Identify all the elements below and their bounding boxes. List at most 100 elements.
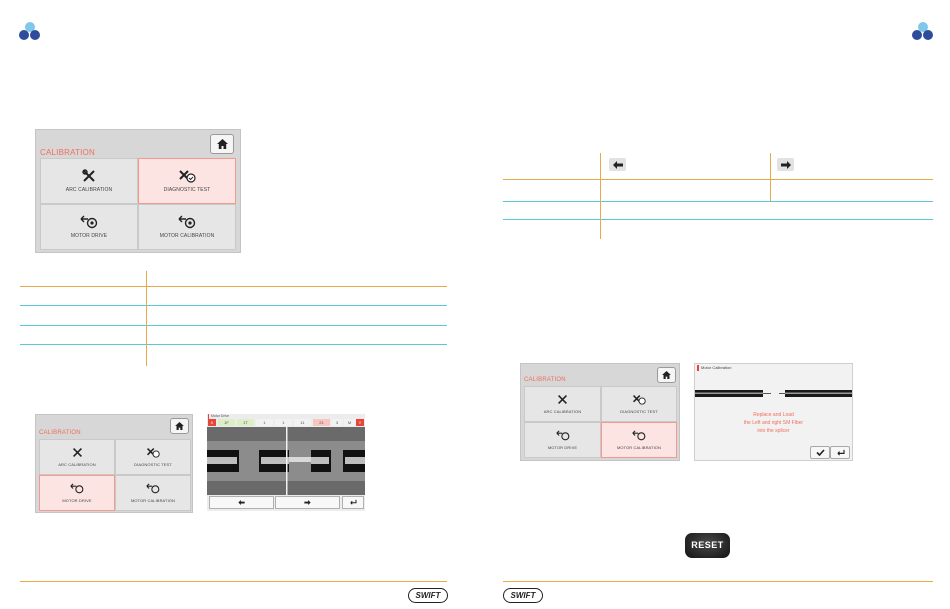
tools-icon [72,448,82,457]
tile-label: ARC CALIBRATION [543,409,582,414]
right-arrow-button [777,158,794,171]
motor-drive-header: Motor Drive X 1F 1T 1 1 11 21 3 M Y [207,414,365,427]
back-button[interactable] [830,446,850,459]
menu-title: CALIBRATION [39,430,81,436]
table-divider [146,271,147,366]
table-rule [503,201,933,202]
table-rule [503,219,933,220]
table-divider [770,153,771,201]
menu-title: CALIBRATION [524,377,566,383]
diagnostic-icon [147,448,160,458]
diagnostic-test-tile[interactable]: DIAGNOSTIC TEST [138,158,236,204]
move-left-button[interactable] [209,496,274,509]
calibration-screen-motor-drive-selected: CALIBRATION ARC CALIBRATION DIAGNOSTIC T… [35,414,193,513]
arrow-left-icon [612,160,623,169]
motor-drive-tile[interactable]: MOTOR DRIVE [524,422,601,458]
brand-logo: SWIFT [503,588,543,603]
arc-calibration-tile[interactable]: ARC CALIBRATION [39,439,115,475]
diagnostic-test-tile[interactable]: DIAGNOSTIC TEST [115,439,191,475]
home-icon [175,422,184,430]
tile-label: MOTOR DRIVE [547,445,578,450]
step-chip[interactable]: 1 [256,419,273,426]
calibration-screen-main: CALIBRATION ARC CALIBRATION DIAGNOSTIC T… [35,129,241,253]
footer-rule [20,581,447,582]
instruction-text: Replace and Load the Left and right SM F… [715,411,832,435]
instruction-line: Replace and Load [753,412,794,418]
tile-label: MOTOR DRIVE [62,498,92,503]
right-motor-chip[interactable]: Y [356,419,364,426]
confirm-button[interactable] [810,446,830,459]
footer-rule [503,581,933,582]
motor-icon [632,430,646,441]
instruction-line: the Left and right SM Fiber [743,420,804,426]
tile-label: MOTOR CALIBRATION [159,233,215,239]
step-chip[interactable]: 1F [218,419,235,426]
motor-calibration-tile[interactable]: MOTOR CALIBRATION [138,204,236,250]
home-icon [662,371,671,379]
table-divider [600,153,601,239]
motor-drive-controls [207,495,365,511]
return-icon [350,499,357,505]
tile-label: DIAGNOSTIC TEST [620,409,658,414]
arc-calibration-tile[interactable]: ARC CALIBRATION [524,386,601,422]
diagnostic-icon [179,170,196,183]
tile-label: ARC CALIBRATION [58,462,96,467]
diagnostic-test-tile[interactable]: DIAGNOSTIC TEST [601,386,677,422]
motor-drive-tile[interactable]: MOTOR DRIVE [40,204,138,250]
motor-icon [146,483,160,494]
tools-icon [558,395,567,404]
return-icon [836,450,845,456]
menu-title: CALIBRATION [40,148,95,157]
tile-label: MOTOR CALIBRATION [130,498,175,503]
title-marker [208,414,209,419]
home-button[interactable] [170,418,189,434]
motor-calibration-screen: Motor Calibration Replace and Load the L… [694,363,853,461]
tile-label: DIAGNOSTIC TEST [163,187,211,193]
tile-label: DIAGNOSTIC TEST [134,462,172,467]
motor-drive-tile[interactable]: MOTOR DRIVE [39,475,115,511]
table-rule [20,325,447,326]
table-rule [20,344,447,345]
step-chip[interactable]: 11 [294,419,311,426]
tile-label: MOTOR CALIBRATION [616,445,661,450]
motor-icon [80,215,98,229]
home-button[interactable] [210,134,234,154]
brand-dots-icon [912,22,934,44]
table-rule [20,305,447,306]
move-right-button[interactable] [275,496,340,509]
diagnostic-icon [633,395,646,405]
tile-label: MOTOR DRIVE [70,233,108,239]
home-button[interactable] [657,367,676,383]
screen-title: Motor Drive [211,414,230,418]
motor-icon [555,430,569,441]
check-icon [815,449,825,457]
step-chip[interactable]: 21 [313,419,330,426]
tools-icon [82,169,95,182]
table-rule [20,286,447,287]
title-marker [697,365,699,371]
brand-logo: SWIFT [408,588,448,603]
back-button[interactable] [342,496,364,509]
arc-calibration-tile[interactable]: ARC CALIBRATION [40,158,138,204]
arrow-right-icon [304,499,311,505]
step-chip[interactable]: 3 [331,419,343,426]
calibration-screen-motor-calibration-selected: CALIBRATION ARC CALIBRATION DIAGNOSTIC T… [520,363,680,461]
table-rule [503,179,933,180]
brand-dots-icon [19,22,41,44]
fiber-alignment-view [695,390,852,397]
tile-label: ARC CALIBRATION [65,187,113,193]
step-chip[interactable]: 1T [237,419,254,426]
arrow-right-icon [780,160,791,169]
step-chip[interactable]: 1 [275,419,292,426]
reset-button[interactable]: RESET [685,533,730,558]
left-motor-chip[interactable]: X [208,419,216,426]
screen-title: Motor Calibration [701,365,732,370]
step-chip[interactable]: M [344,419,355,426]
arrow-left-icon [238,499,245,505]
motor-icon [178,215,196,229]
home-icon [216,139,228,149]
left-arrow-button [609,158,626,171]
motor-icon [70,483,84,494]
motor-calibration-tile[interactable]: MOTOR CALIBRATION [115,475,191,511]
motor-calibration-tile[interactable]: MOTOR CALIBRATION [601,422,677,458]
